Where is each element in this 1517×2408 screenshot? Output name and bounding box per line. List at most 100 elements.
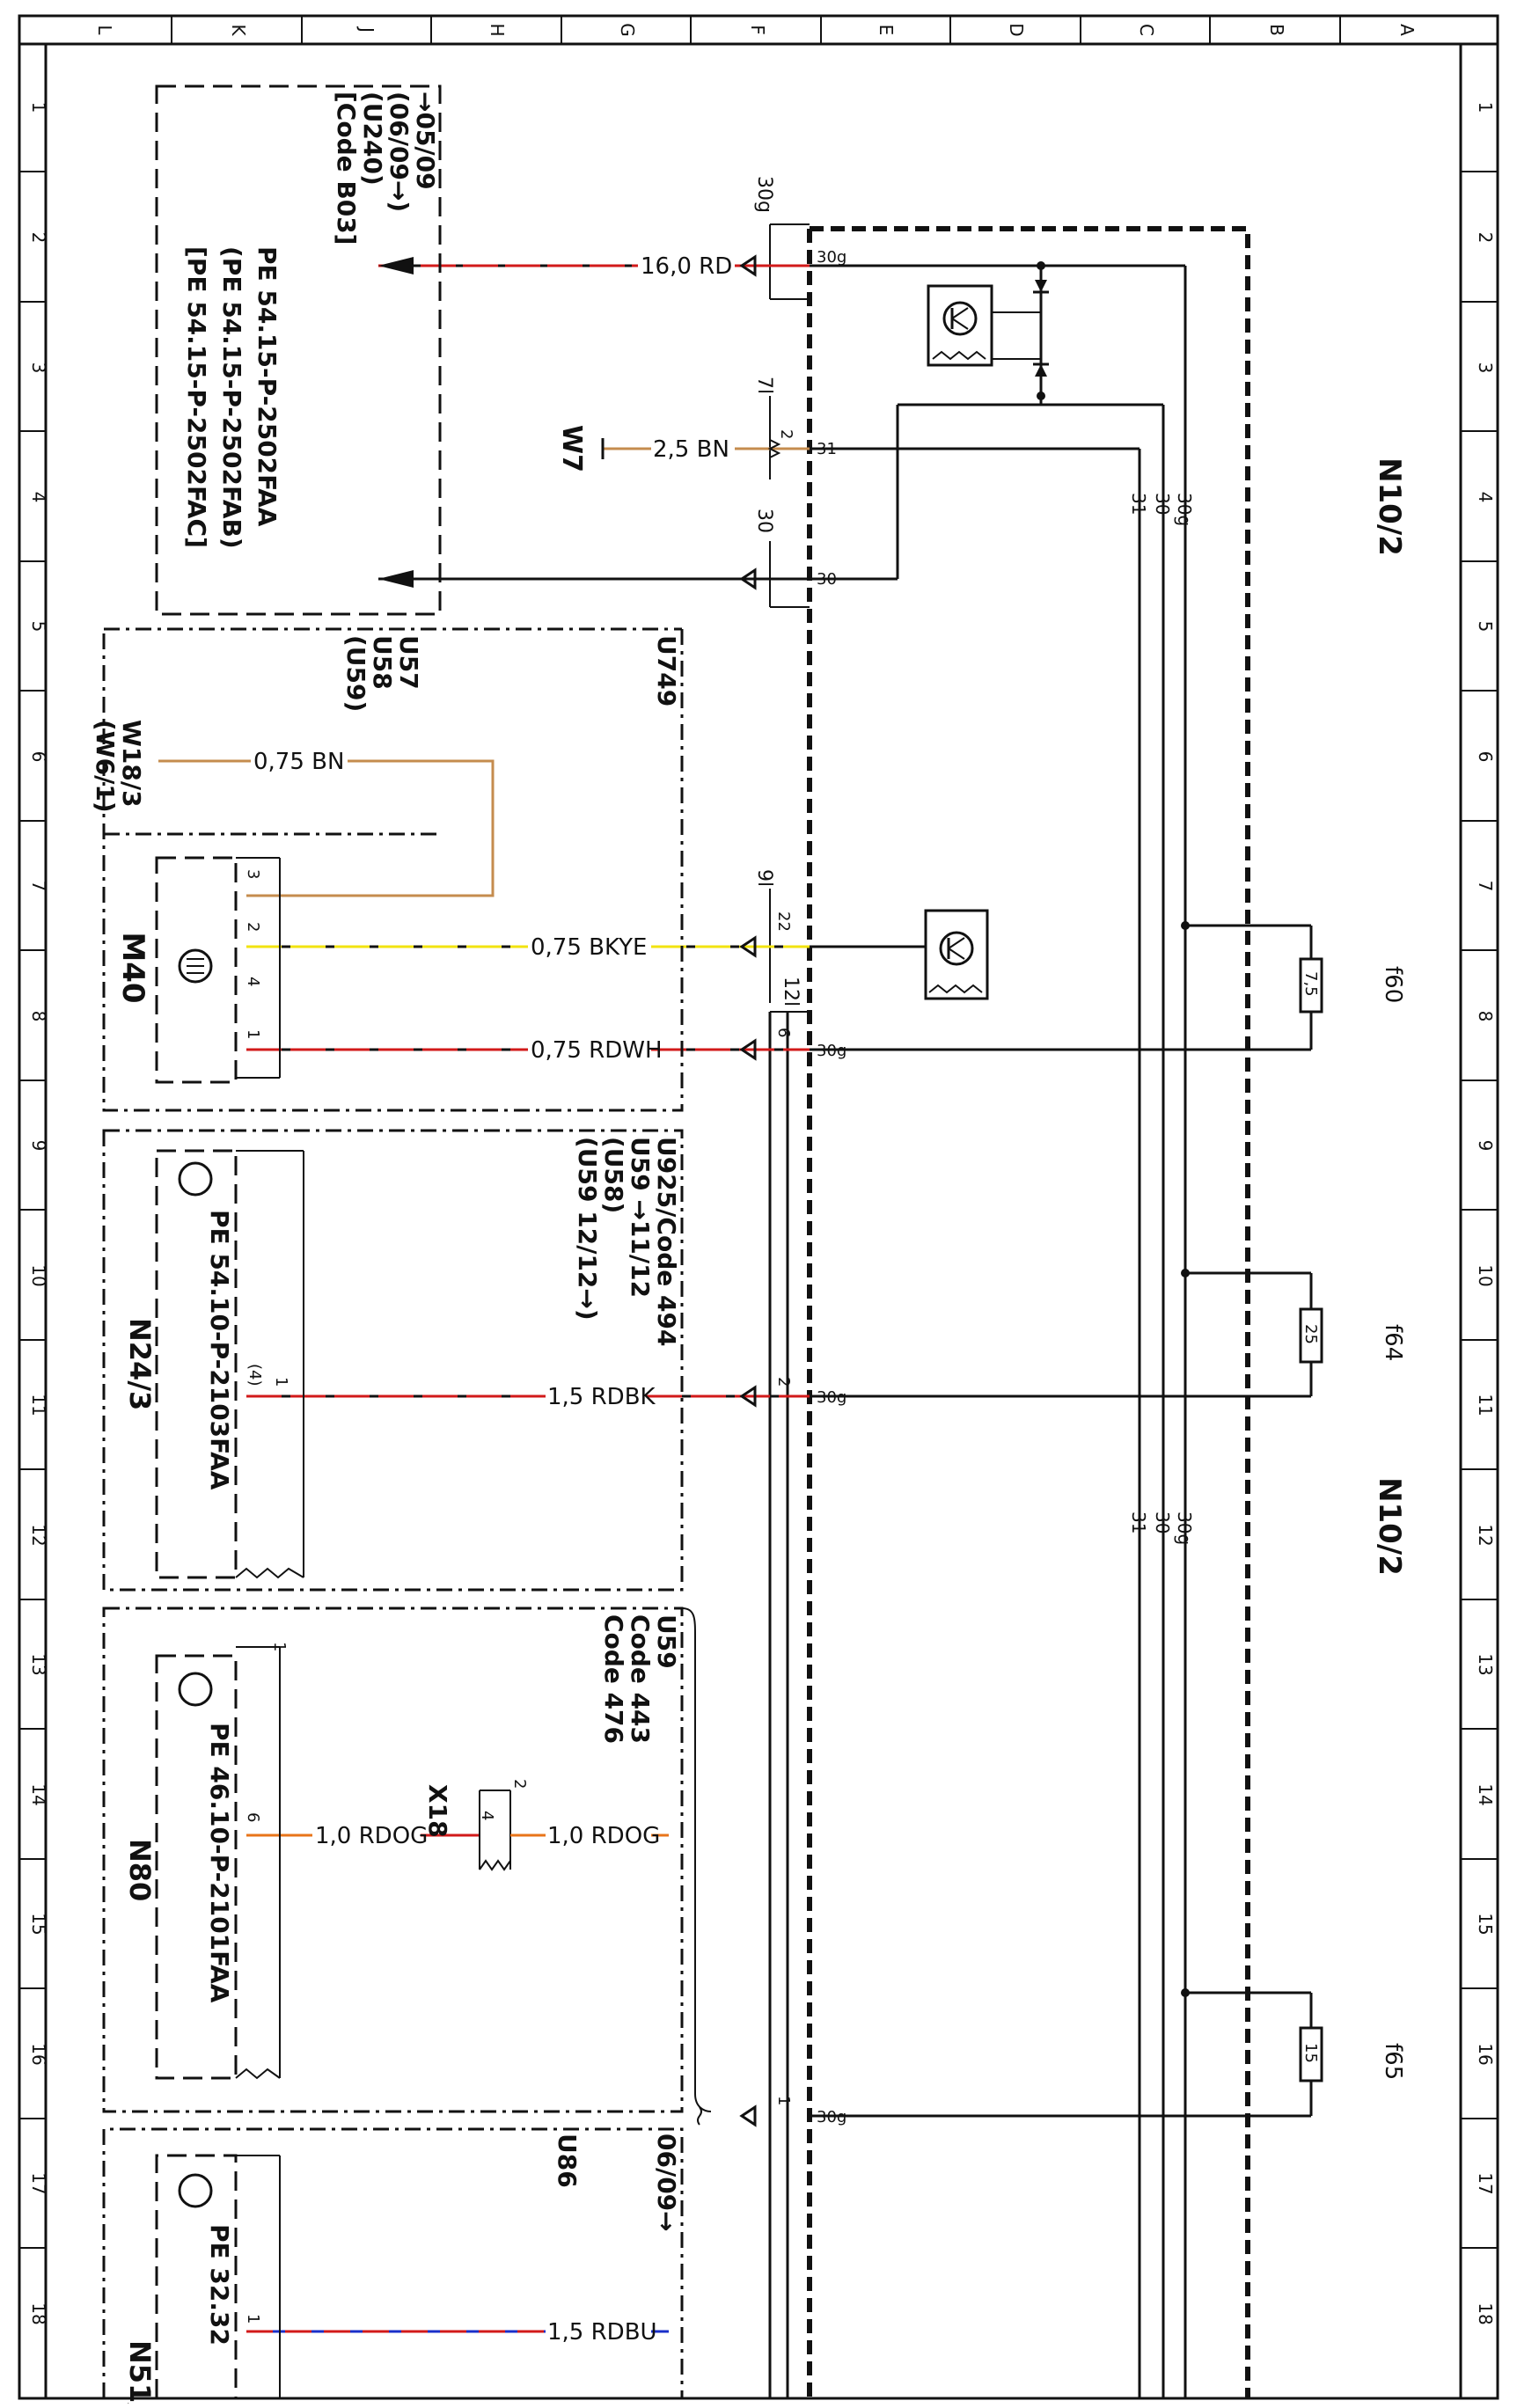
n24-box-code-4: (U59 12/12→) (573, 1137, 602, 1321)
grid-col-10: 10 (28, 1264, 49, 1286)
fuse-f65: 15 f65 (810, 1988, 1406, 2118)
pin-6-n80: 6 (244, 1812, 262, 1822)
wire-1-5-rdbu-label: 1,5 RDBU (547, 2319, 657, 2346)
pin-4-x18: 4 (478, 1811, 496, 1820)
n80-module: PE 46.10-P-2101FAA N80 1 6 (123, 1642, 289, 2080)
grid-col-8: 8 (28, 1011, 49, 1022)
connector-12l: 12l (780, 977, 802, 1006)
m40-box-code-2: U57 (394, 635, 423, 690)
grid-row-D: D (1006, 23, 1027, 36)
wire-1-0-rdog-right: 1,0 RDOG (510, 1823, 669, 1849)
bus-label-31-lower: 31 (1128, 1511, 1149, 1533)
n24-outer-box: U925/Code 494 U59 →11/12 (U58) (U59 12/1… (102, 1129, 684, 1592)
pin-1-n24: 1 (272, 1377, 290, 1387)
grid-col-2-right: 2 (1475, 232, 1496, 244)
wire-0-75-bn-label: 0,75 BN (253, 749, 344, 775)
grid-col-17: 17 (28, 2172, 49, 2194)
grid-col-7-right: 7 (1475, 881, 1496, 892)
code-box-top-line-2: (06/09→) (385, 91, 414, 212)
module-n10-2-label-bottom: N10/2 (1372, 1477, 1407, 1576)
n80-transistor-icon (178, 1672, 213, 1707)
pin-1-m40: 1 (244, 1029, 262, 1039)
arrow-f65 (739, 2104, 757, 2127)
connector-7l: 7l (753, 377, 775, 394)
wire-1-0-rdog-left: 1,0 RDOG (246, 1823, 480, 1849)
code-box-top-line-6: (PE 54.15-P-2502FAB) (217, 246, 246, 549)
pin-22: 22 (774, 911, 793, 932)
grid-col-5: 5 (28, 621, 49, 633)
n51-pe-ref: PE 32.32 (205, 2224, 234, 2346)
n51-box-code-2: 06/09→ (652, 2134, 681, 2232)
code-box-top-line-1: →05/09 (411, 91, 440, 190)
grid-row-C: C (1136, 24, 1157, 36)
wire-1-0-rdog-left-label: 1,0 RDOG (315, 1823, 428, 1849)
fuse-f64: 25 f64 (810, 1269, 1406, 1398)
grid-col-3-right: 3 (1475, 362, 1496, 374)
n80-box-code-1: U59 (652, 1614, 681, 1669)
pin-4-m40: 4 (244, 977, 262, 986)
grid-row-G: G (617, 23, 638, 37)
wire-0-75-bkye: 0,75 BKYE (246, 934, 810, 961)
pin-2-f64: 2 (774, 1377, 793, 1387)
bus-label-30: 30 (1152, 493, 1173, 515)
grid-col-18: 18 (28, 2302, 49, 2324)
wire-1-5-rdbk: 1,5 RDBK (246, 1384, 810, 1410)
pin-4b-n24: (4) (246, 1364, 264, 1387)
grid-col-6: 6 (28, 751, 49, 763)
grid-col-14: 14 (28, 1783, 49, 1805)
m40-motor: M40 3 2 4 1 (115, 856, 281, 1084)
code-box-top-line-5: PE 54.15-P-2502FAA (253, 246, 282, 527)
grid-col-4: 4 (28, 492, 49, 503)
wire-1-0-rdog-right-label: 1,0 RDOG (547, 1823, 660, 1849)
grid-col-1: 1 (28, 102, 49, 113)
code-box-top-line-7: [PE 54.15-P-2502FAC] (182, 246, 211, 548)
fuse-f60-label: f60 (1380, 966, 1406, 1003)
grid-row-B: B (1266, 24, 1287, 36)
fuse-f60-value: 7,5 (1301, 971, 1320, 997)
n51-module: PE 32.32 N51/5 1 (123, 2154, 281, 2408)
wire-1-5-rdbk-label: 1,5 RDBK (547, 1384, 656, 1410)
fuse-f64-label: f64 (1380, 1324, 1406, 1361)
grid-col-8-right: 8 (1475, 1011, 1496, 1022)
wave-symbol-f65 (697, 2106, 702, 2126)
wire-2-5-bn: W7 2,5 BN (556, 425, 810, 472)
code-box-top-line-3: (U240) (358, 91, 387, 186)
grid-col-2: 2 (28, 232, 49, 244)
connector-30g: 30g (753, 176, 775, 213)
m40-conn-label-1: W18/3 (117, 720, 146, 808)
pin-2-x18: 2 (510, 1779, 529, 1789)
connector-x18-label: X18 (423, 1784, 452, 1838)
grid-row-F: F (747, 25, 768, 35)
m40-box-code-4: (U59) (341, 635, 370, 712)
n24-module: PE 54.10-P-2103FAA N24/3 (4) 1 (123, 1149, 304, 1579)
bus-label-30-lower: 30 (1152, 1511, 1173, 1533)
grid-col-10-right: 10 (1475, 1264, 1496, 1286)
grid-col-9: 9 (28, 1140, 49, 1152)
wire-0-75-rdwh: 0,75 RDWH (246, 1037, 810, 1064)
m40-box-code-3: U58 (368, 635, 397, 690)
wire-0-75-rdwh-label: 0,75 RDWH (531, 1037, 663, 1064)
pin-30g-16: 30g (817, 2108, 846, 2126)
pin-2-top: 2 (777, 429, 795, 439)
transistor-module-middle-icon (810, 909, 989, 1000)
pin-30g-2: 30g (817, 248, 846, 267)
n51-transistor-icon (178, 2173, 213, 2208)
n24-box-code-2: U59 →11/12 (626, 1137, 655, 1298)
grid-col-16: 16 (28, 2043, 49, 2065)
n80-outer-box: U59 Code 443 Code 476 (102, 1607, 712, 2113)
pin-1-n80: 1 (270, 1642, 289, 1651)
grid-col-9-right: 9 (1475, 1140, 1496, 1152)
wire-16-rd: 16,0 RD (378, 253, 810, 280)
ground-w7-label: W7 (556, 425, 587, 472)
fuse-f60: 7,5 f60 (810, 921, 1406, 1051)
m40-outer-box: U749 U57 U58 (U59) W18/3 (W6/1) (91, 627, 684, 1112)
grid-col-15-right: 15 (1475, 1913, 1496, 1935)
wire-0-75-bkye-label: 0,75 BKYE (531, 934, 647, 961)
n80-label: N80 (123, 1839, 157, 1901)
module-n10-2: N10/2 N10/2 31 30 30g 31 30 30g (807, 226, 1407, 2398)
pin-2-m40: 2 (244, 922, 262, 932)
grid-col-6-right: 6 (1475, 751, 1496, 763)
grid-row-A: A (1396, 24, 1418, 36)
fuse-f64-value: 25 (1301, 1324, 1320, 1344)
n80-pe-ref: PE 46.10-P-2101FAA (205, 1723, 234, 2003)
